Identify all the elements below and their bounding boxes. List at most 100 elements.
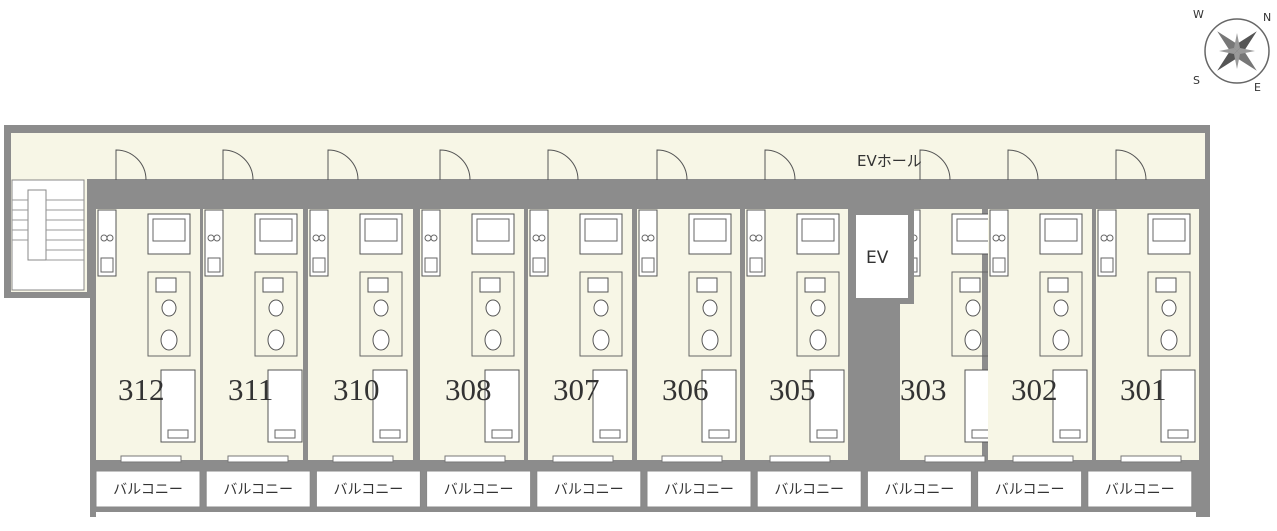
balcony-box <box>1087 470 1193 508</box>
unit-number-301: 301 <box>1120 372 1167 407</box>
door-icon <box>764 149 796 181</box>
balcony-box <box>977 470 1083 508</box>
sink-icon <box>749 257 763 273</box>
washer-icon <box>959 277 981 293</box>
balcony-label: バルコニー <box>113 482 183 498</box>
kitchen-icon <box>746 209 766 277</box>
unit-305: 305 <box>745 149 848 463</box>
stove-burner <box>998 234 1006 242</box>
bathtub-icon <box>254 213 298 255</box>
window <box>552 455 614 463</box>
balcony-box <box>95 470 201 508</box>
toilet-icon <box>1052 329 1070 351</box>
compass-s: S <box>1193 74 1200 87</box>
sink-icon <box>207 257 221 273</box>
balcony-label: バルコニー <box>554 482 624 498</box>
sink-icon <box>532 257 546 273</box>
stove-burner <box>213 234 221 242</box>
washroom <box>1039 271 1083 357</box>
balcony-box <box>646 470 752 508</box>
bathtub-icon <box>951 213 995 255</box>
door-icon <box>327 149 359 181</box>
washroom <box>579 271 623 357</box>
balcony-8: バルコニー <box>866 470 972 508</box>
window <box>332 455 394 463</box>
sink-icon <box>424 257 438 273</box>
pillow <box>708 429 730 439</box>
washroom <box>796 271 840 357</box>
balcony-2: バルコニー <box>205 470 311 508</box>
unit-308: 308 <box>420 149 524 463</box>
balcony-box <box>536 470 642 508</box>
unit-number-306: 306 <box>662 372 709 407</box>
window <box>769 455 831 463</box>
sink-icon <box>100 257 114 273</box>
washer-icon <box>587 277 609 293</box>
toilet-icon <box>809 329 827 351</box>
bathtub-basin <box>1152 218 1186 242</box>
kitchen-icon <box>1097 209 1117 277</box>
basin-icon <box>268 299 284 317</box>
stove-burner <box>647 234 655 242</box>
window <box>120 455 182 463</box>
bed-icon <box>1052 369 1088 443</box>
window <box>1012 455 1074 463</box>
washroom <box>359 271 403 357</box>
unit-312: 312 <box>96 149 200 463</box>
kitchen-icon <box>309 209 329 277</box>
balcony-label: バルコニー <box>444 482 514 498</box>
balcony-label: バルコニー <box>334 482 404 498</box>
unit-307: 307 <box>528 149 632 463</box>
balcony-10: バルコニー <box>1087 470 1193 508</box>
window <box>444 455 506 463</box>
washroom <box>1147 271 1191 357</box>
washer-icon <box>155 277 177 293</box>
unit-number-307: 307 <box>553 372 600 407</box>
basin-icon <box>485 299 501 317</box>
toilet-icon <box>964 329 982 351</box>
bathtub-basin <box>584 218 618 242</box>
bathtub-icon <box>147 213 191 255</box>
sink-icon <box>312 257 326 273</box>
kitchen-icon <box>97 209 117 277</box>
washer-icon <box>1047 277 1069 293</box>
sink-icon <box>1100 257 1114 273</box>
door-icon <box>439 149 471 181</box>
compass-w: W <box>1193 8 1204 21</box>
unit-306: 306 <box>637 149 740 463</box>
toilet-icon <box>592 329 610 351</box>
washer-icon <box>804 277 826 293</box>
window <box>924 455 986 463</box>
basin-icon <box>161 299 177 317</box>
balcony-label: バルコニー <box>774 482 844 498</box>
kitchen-icon <box>204 209 224 277</box>
washer-icon <box>696 277 718 293</box>
bathtub-basin <box>152 218 186 242</box>
washroom <box>688 271 732 357</box>
unit-number-311: 311 <box>228 372 273 407</box>
toilet-icon <box>372 329 390 351</box>
unit-number-308: 308 <box>445 372 492 407</box>
basin-icon <box>810 299 826 317</box>
pillow <box>1059 429 1081 439</box>
stove-burner <box>538 234 546 242</box>
window <box>227 455 289 463</box>
bathtub-icon <box>359 213 403 255</box>
unit-301: 301 <box>1096 149 1199 463</box>
door-icon <box>919 149 951 181</box>
basin-icon <box>1161 299 1177 317</box>
washer-icon <box>262 277 284 293</box>
balcony-label: バルコニー <box>664 482 734 498</box>
pillow <box>274 429 296 439</box>
unit-number-305: 305 <box>769 372 816 407</box>
unit-number-302: 302 <box>1011 372 1058 407</box>
kitchen-icon <box>638 209 658 277</box>
balcony-box <box>756 470 862 508</box>
door-icon <box>547 149 579 181</box>
bathtub-icon <box>1039 213 1083 255</box>
elevator: EV <box>850 209 914 304</box>
compass-rose-icon: N W S E <box>1193 8 1271 94</box>
basin-icon <box>373 299 389 317</box>
balcony-railing <box>96 512 1196 531</box>
